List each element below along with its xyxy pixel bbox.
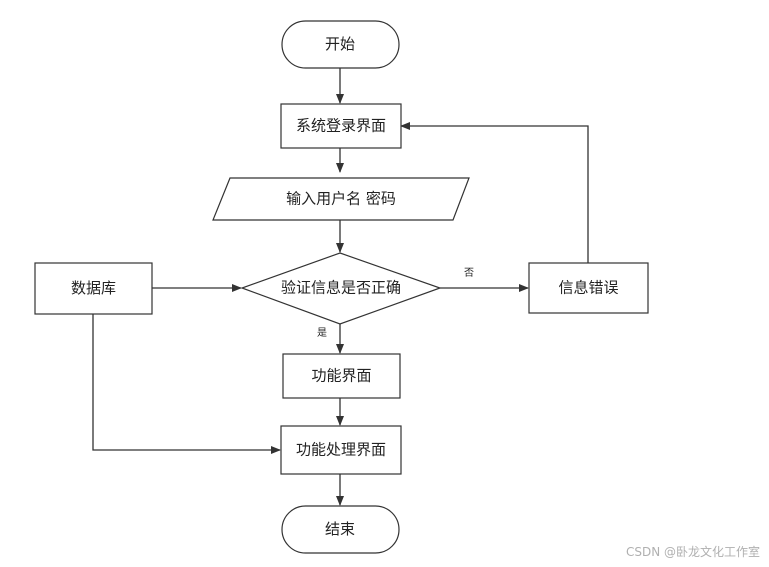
edge-error-to-login [400, 122, 589, 263]
end-node: 结束 [281, 505, 400, 554]
database-node: 数据库 [34, 262, 153, 315]
watermark: CSDN @卧龙文化工作室 [626, 544, 760, 559]
end-label: 结束 [325, 520, 355, 538]
verify-decision-label: 验证信息是否正确 [281, 279, 401, 297]
error-label: 信息错误 [558, 279, 618, 297]
function-process-node: 功能处理界面 [280, 425, 402, 475]
error-node: 信息错误 [528, 262, 649, 314]
function-ui-node: 功能界面 [282, 353, 401, 399]
edge-label-yes: 是 [317, 327, 327, 339]
login-screen-label: 系统登录界面 [296, 117, 386, 135]
edge-label-no: 否 [464, 267, 474, 279]
start-node: 开始 [281, 20, 400, 69]
input-credentials-node: 输入用户名 密码 [212, 177, 470, 221]
database-label: 数据库 [71, 279, 116, 297]
edge-database-to-function-process [92, 314, 281, 454]
login-screen-node: 系统登录界面 [280, 103, 402, 149]
function-process-label: 功能处理界面 [296, 441, 386, 459]
start-label: 开始 [325, 35, 355, 53]
edges [92, 68, 589, 506]
input-credentials-label: 输入用户名 密码 [286, 190, 396, 208]
function-ui-label: 功能界面 [311, 367, 371, 385]
verify-decision-node: 验证信息是否正确 [240, 252, 442, 325]
